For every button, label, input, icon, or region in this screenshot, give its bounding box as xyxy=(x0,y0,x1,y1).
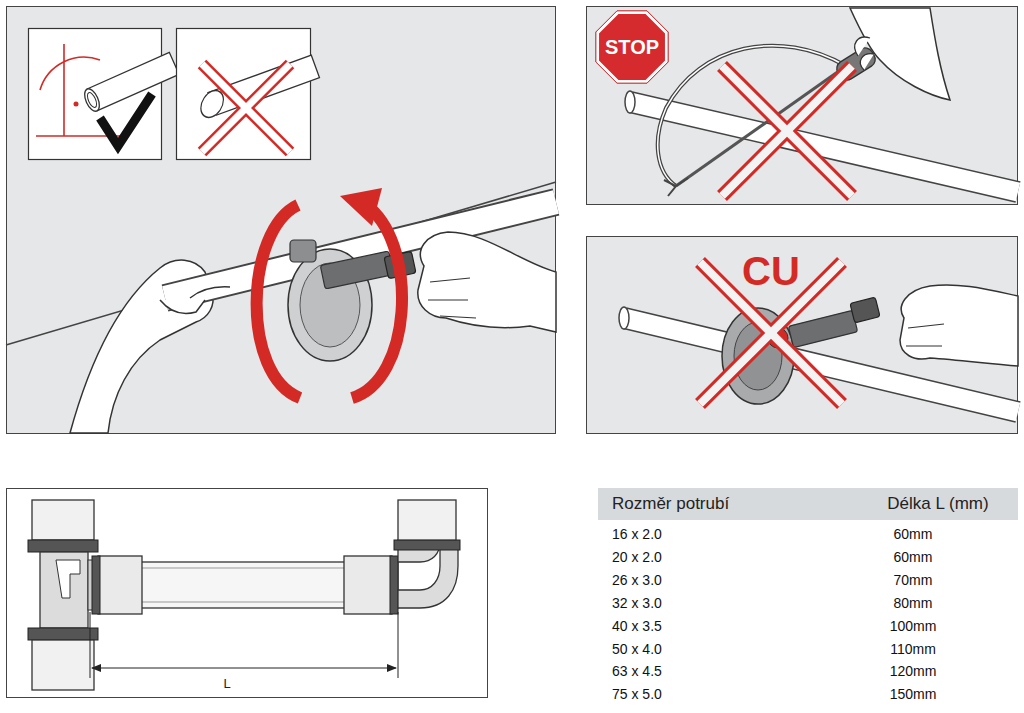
hacksaw-panel-part xyxy=(587,7,1018,205)
copper-cutter-panel-part xyxy=(900,285,1018,366)
pipe-size-cell: 16 x 2.0 xyxy=(612,526,662,542)
cutting-panel-part xyxy=(6,182,556,345)
fitting-drawing-part xyxy=(98,556,142,614)
fitting-drawing xyxy=(7,489,488,698)
copper-cutter-panel-part xyxy=(619,307,629,329)
cutting-panel-part-part xyxy=(87,52,179,111)
hacksaw-panel-part-part xyxy=(722,66,852,196)
copper-cutter-panel-part xyxy=(850,297,880,323)
cutting-panel-part-part xyxy=(202,64,290,152)
pipe-size-cell: 32 x 3.0 xyxy=(612,595,662,611)
fitting-drawing-part xyxy=(28,540,98,552)
cutting-panel-part xyxy=(340,188,382,226)
cutting-panel-part xyxy=(29,29,162,160)
table-header: Délka L (mm) xyxy=(887,494,988,514)
fitting-drawing-part xyxy=(398,548,458,608)
pipe-size-cell: 20 x 2.0 xyxy=(612,549,662,565)
dimension-label: L xyxy=(223,677,230,692)
fitting-drawing-part xyxy=(140,568,356,569)
cutting-panel-part-part xyxy=(202,64,290,152)
cutting-panel-part xyxy=(428,278,476,318)
cutting-panel-part-part xyxy=(201,87,224,121)
cutting-panel-part-part xyxy=(202,64,290,152)
cutting-panel-part xyxy=(418,232,556,332)
fitting-drawing-part xyxy=(56,560,80,598)
table-header: Rozměr potrubí xyxy=(612,494,729,514)
length-cell: 110mm xyxy=(890,640,936,656)
hacksaw-panel-part xyxy=(598,13,666,81)
hacksaw-panel xyxy=(587,7,1019,205)
cutting-panel-part-part xyxy=(202,64,290,152)
cutting-panel-part xyxy=(82,52,179,113)
cutting-panel-part xyxy=(100,94,152,146)
hacksaw-panel-part-part xyxy=(722,66,852,196)
hacksaw-panel-part-part xyxy=(722,66,852,196)
cutting-panel-part xyxy=(202,64,290,152)
hacksaw-panel-part xyxy=(850,8,950,100)
cutting-panel-part xyxy=(352,208,402,398)
length-cell: 60mm xyxy=(894,526,933,542)
copper-cutter-panel-part xyxy=(788,310,857,347)
hacksaw-panel-part-part xyxy=(722,66,852,196)
length-cell: 150mm xyxy=(890,686,937,702)
copper-cutter-panel-part xyxy=(906,324,944,346)
fitting-drawing-part xyxy=(32,640,94,690)
hacksaw-panel-part xyxy=(855,37,874,70)
pipe-size-cell: 26 x 3.0 xyxy=(612,572,662,588)
cutting-panel-part xyxy=(290,240,316,262)
length-cell: 80mm xyxy=(894,595,933,611)
copper-cutter-panel-part xyxy=(587,237,1018,434)
length-cell: 120mm xyxy=(890,663,937,679)
cutting-panel-part xyxy=(160,300,205,314)
fitting-drawing-part xyxy=(390,556,398,614)
hacksaw-panel-part xyxy=(596,11,668,83)
fitting-drawing-part xyxy=(92,668,396,669)
copper-cutter-panel xyxy=(587,237,1019,434)
stop-sign-text: STOP xyxy=(605,36,659,59)
fitting-drawing-part xyxy=(344,556,392,614)
pipe-size-cell: 40 x 3.5 xyxy=(612,618,662,634)
fitting-drawing-part xyxy=(40,552,88,628)
length-cell: 70mm xyxy=(894,572,933,588)
cutting-panel-part-part xyxy=(86,91,99,108)
hacksaw-panel-part xyxy=(664,178,688,196)
hacksaw-panel-part xyxy=(722,66,852,196)
fitting-drawing-part xyxy=(28,628,98,640)
length-cell: 60mm xyxy=(894,549,933,565)
fitting-drawing-part xyxy=(90,612,91,678)
fitting-drawing-part xyxy=(394,540,460,550)
fitting-drawing-part xyxy=(387,664,397,672)
fitting-drawing-part xyxy=(398,500,456,540)
fitting-drawing-part xyxy=(7,489,488,698)
material-label: CU xyxy=(742,248,800,294)
fitting-drawing-part xyxy=(32,500,94,540)
cutting-panel-part xyxy=(7,7,556,434)
cutting-panel-part xyxy=(74,102,79,107)
pipe-size-cell: 50 x 4.0 xyxy=(612,640,662,656)
hacksaw-panel-part xyxy=(625,91,635,113)
length-cell: 100mm xyxy=(890,618,937,634)
fitting-drawing-part xyxy=(140,602,356,603)
cutting-panel-part xyxy=(320,251,393,289)
fitting-drawing-part xyxy=(92,556,100,614)
pipe-size-cell: 75 x 5.0 xyxy=(612,686,662,702)
table-header-band xyxy=(598,488,1018,520)
fitting-drawing-part xyxy=(398,612,399,678)
cutting-panel xyxy=(6,7,556,434)
cutting-panel-part xyxy=(190,287,230,298)
cutting-panel-part-part xyxy=(82,87,103,114)
fitting-drawing-part xyxy=(91,664,101,672)
pipe-size-cell: 63 x 4.5 xyxy=(612,663,662,679)
